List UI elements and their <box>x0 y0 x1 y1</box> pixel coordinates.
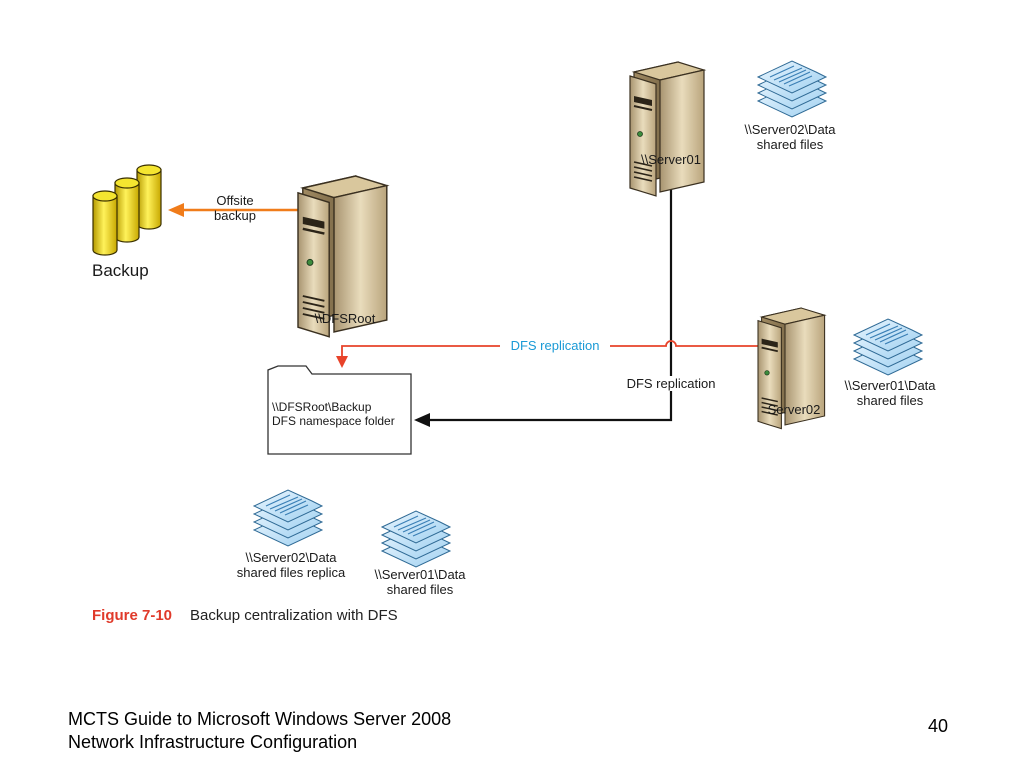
server02-to-folder-replication-line <box>341 340 760 358</box>
server01-to-folder-line <box>428 176 673 422</box>
backup-label: Backup <box>92 261 149 280</box>
replica2-label: \\Server01\Data shared files <box>360 567 480 597</box>
server01-label: \\Server01 <box>641 152 701 167</box>
server02-label: Server02 <box>767 402 821 417</box>
server01-to-folder-arrowhead <box>414 413 430 427</box>
replica1-line2: shared files replica <box>236 565 346 580</box>
footer-line1: MCTS Guide to Microsoft Windows Server 2… <box>68 709 452 729</box>
server02-share-label: \\Server01\Data shared files <box>830 378 950 408</box>
folder-line2: DFS namespace folder <box>272 414 395 428</box>
server02-share-line2: shared files <box>856 393 924 408</box>
figure-caption: Figure 7-10 Backup centralization with DF… <box>92 607 398 625</box>
server02-share-line1: \\Server01\Data <box>844 378 936 393</box>
figure-number: Figure 7-10 <box>92 607 173 624</box>
offsite-backup-arrowhead <box>168 203 184 217</box>
server01-share-line1: \\Server02\Data <box>744 122 836 137</box>
replica-files-icon-2 <box>381 510 451 568</box>
figure-title: Backup centralization with DFS <box>190 607 398 624</box>
folder-label: \\DFSRoot\Backup DFS namespace folder <box>272 400 408 428</box>
server02-shared-files-icon <box>853 318 923 376</box>
replica2-line2: shared files <box>386 582 454 597</box>
slide-footer: MCTS Guide to Microsoft Windows Server 2… <box>68 708 451 754</box>
server01-shared-files-icon <box>757 60 827 118</box>
server01-share-line2: shared files <box>756 137 824 152</box>
offsite-line1: Offsite <box>216 193 254 208</box>
offsite-line2: backup <box>214 208 256 223</box>
offsite-backup-label: Offsite backup <box>200 193 270 223</box>
replica-files-icon-1 <box>253 489 323 547</box>
footer-line2: Network Infrastructure Configuration <box>68 732 358 752</box>
folder-icon <box>267 365 412 455</box>
backup-storage-icon <box>92 164 162 256</box>
dfs-replication-blue-label: DFS replication <box>500 338 610 353</box>
server01-share-label: \\Server02\Data shared files <box>730 122 850 152</box>
replication-arrowhead <box>336 356 348 368</box>
dfsroot-label: \\DFSRoot <box>314 311 376 326</box>
server01-icon <box>629 61 705 197</box>
dfs-replication-black-label: DFS replication <box>616 376 726 391</box>
page-number: 40 <box>928 716 949 736</box>
replica1-label: \\Server02\Data shared files replica <box>222 550 360 580</box>
replica1-line1: \\Server02\Data <box>245 550 337 565</box>
replica2-line1: \\Server01\Data <box>374 567 466 582</box>
folder-line1: \\DFSRoot\Backup <box>272 400 372 414</box>
